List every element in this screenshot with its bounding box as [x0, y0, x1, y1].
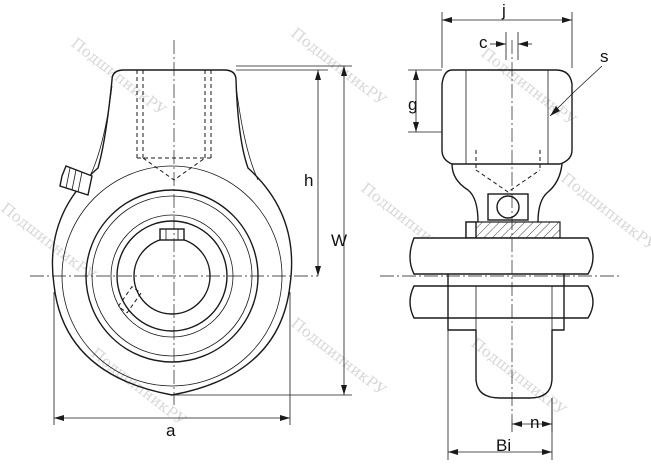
watermark-1: ПодшипникРУ — [68, 34, 170, 119]
front-view: a h W — [30, 40, 352, 440]
dimension-j — [441, 12, 573, 68]
label-c: c — [479, 33, 488, 52]
watermark-2: ПодшипникРУ — [288, 24, 390, 109]
set-screw-lower-left — [117, 286, 142, 314]
set-screw-top — [159, 228, 185, 241]
watermark-8: ПодшипникРУ — [468, 334, 570, 419]
label-g: g — [408, 95, 417, 114]
label-h: h — [304, 171, 313, 190]
dimension-c — [490, 32, 532, 60]
label-W: W — [331, 231, 347, 250]
side-neck — [451, 163, 563, 223]
label-n: n — [530, 413, 539, 432]
watermark-6: ПодшипникРУ — [0, 199, 100, 284]
neck-inner-left — [87, 85, 113, 181]
shaft-lower — [409, 285, 594, 319]
bearing-inner-ring — [116, 220, 228, 332]
dimension-h — [236, 69, 328, 276]
bearing-section — [465, 221, 561, 239]
side-view: j c g s — [380, 1, 620, 460]
dimension-W — [172, 65, 352, 396]
bearing-ball — [496, 195, 520, 219]
leader-s — [549, 65, 603, 117]
side-thread-hidden — [475, 150, 541, 193]
label-j: j — [501, 1, 506, 20]
watermark-3: ПодшипникРУ — [478, 44, 580, 129]
neck-inner-right — [235, 85, 259, 181]
grease-nipple — [59, 165, 93, 196]
housing-outline — [51, 69, 293, 396]
label-s: s — [600, 47, 609, 66]
label-Bi: Bi — [496, 436, 511, 455]
side-head — [441, 69, 573, 165]
dimension-a — [53, 292, 291, 425]
collar-left — [465, 221, 477, 239]
label-a: a — [166, 421, 176, 440]
shaft — [409, 237, 594, 275]
dimension-Bi — [447, 330, 553, 460]
side-housing-lower — [447, 273, 565, 399]
watermark-7: ПодшипникРУ — [288, 314, 390, 399]
dimension-g — [408, 69, 442, 133]
